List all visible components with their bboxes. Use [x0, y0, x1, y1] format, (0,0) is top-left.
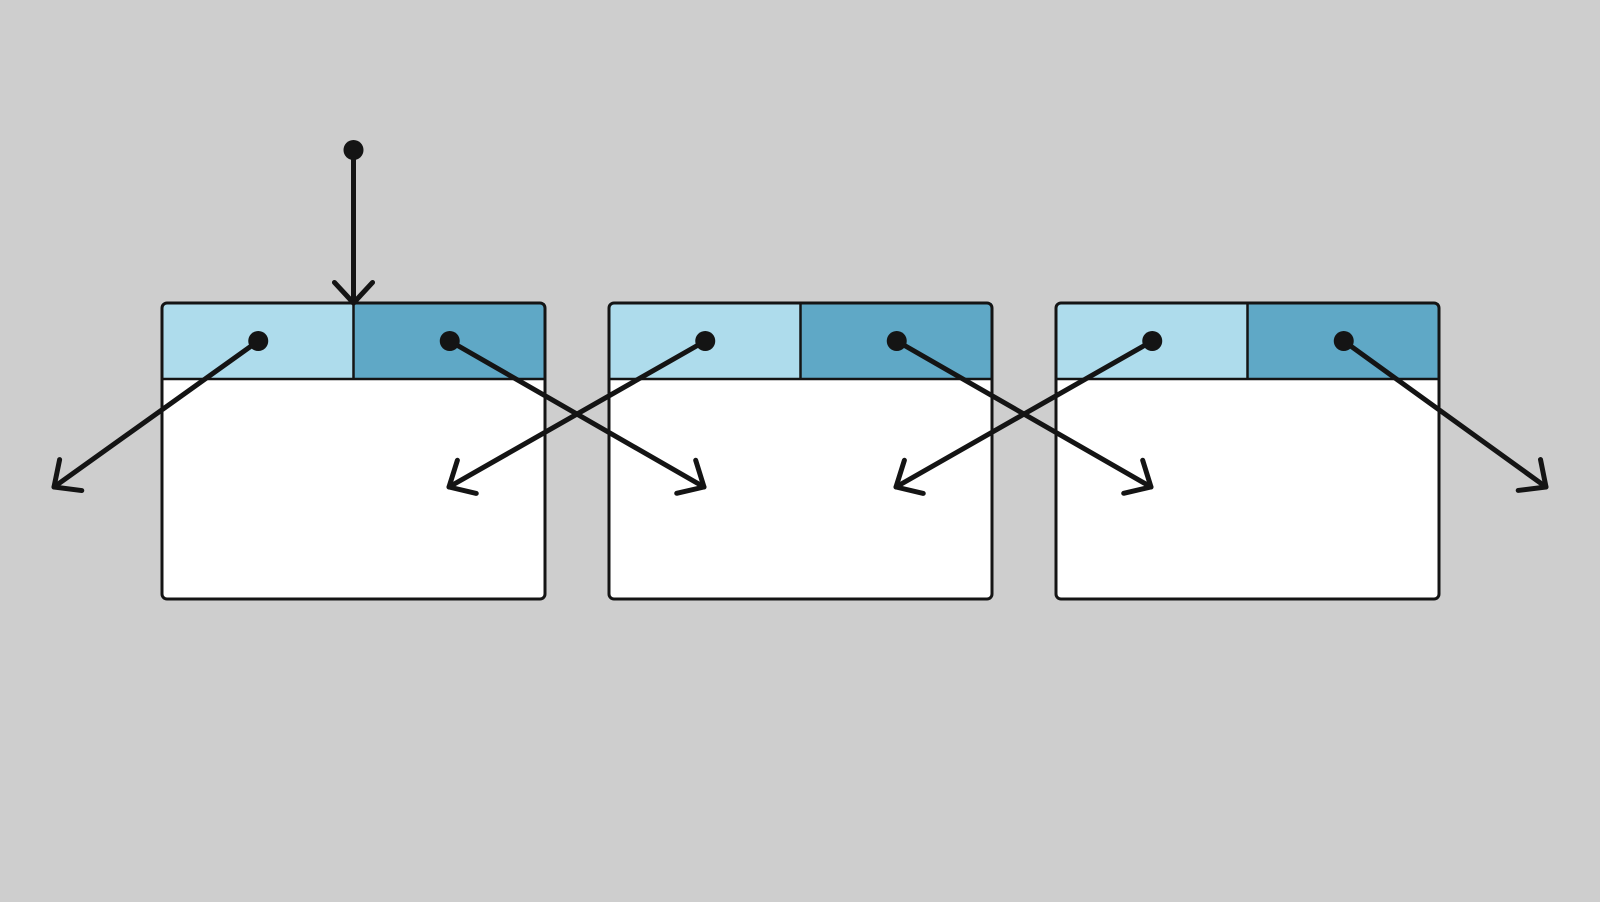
arrowhead — [446, 457, 479, 496]
prev-pointer — [446, 331, 716, 496]
pointer-origin-dot — [695, 331, 716, 351]
pointer-line — [893, 338, 1155, 490]
pointer-line — [51, 338, 261, 490]
head-pointer — [331, 140, 376, 306]
arrowhead — [1121, 457, 1154, 496]
nodes-layer — [160, 301, 1441, 601]
prev-pointer — [893, 331, 1163, 496]
node-outline — [1054, 301, 1441, 601]
prev-pointer — [51, 331, 269, 494]
pointer-origin-dot — [343, 140, 364, 160]
list-node — [607, 301, 994, 601]
arrowhead — [51, 457, 85, 494]
pointer-origin-dot — [248, 331, 269, 351]
arrowhead — [1515, 457, 1549, 493]
pointer-arrows-layer — [51, 140, 1549, 496]
pointer-origin-dot — [439, 331, 460, 351]
arrowhead — [674, 457, 707, 496]
list-node — [160, 301, 547, 601]
pointer-origin-dot — [1333, 331, 1354, 351]
pointer-line — [446, 338, 708, 490]
arrowhead — [331, 279, 376, 306]
list-node — [1054, 301, 1441, 601]
next-pointer — [1333, 331, 1549, 493]
pointer-origin-dot — [1142, 331, 1163, 351]
pointer-line — [1341, 338, 1549, 490]
pointer-origin-dot — [886, 331, 907, 351]
node-outline — [607, 301, 994, 601]
arrowhead — [893, 457, 926, 496]
